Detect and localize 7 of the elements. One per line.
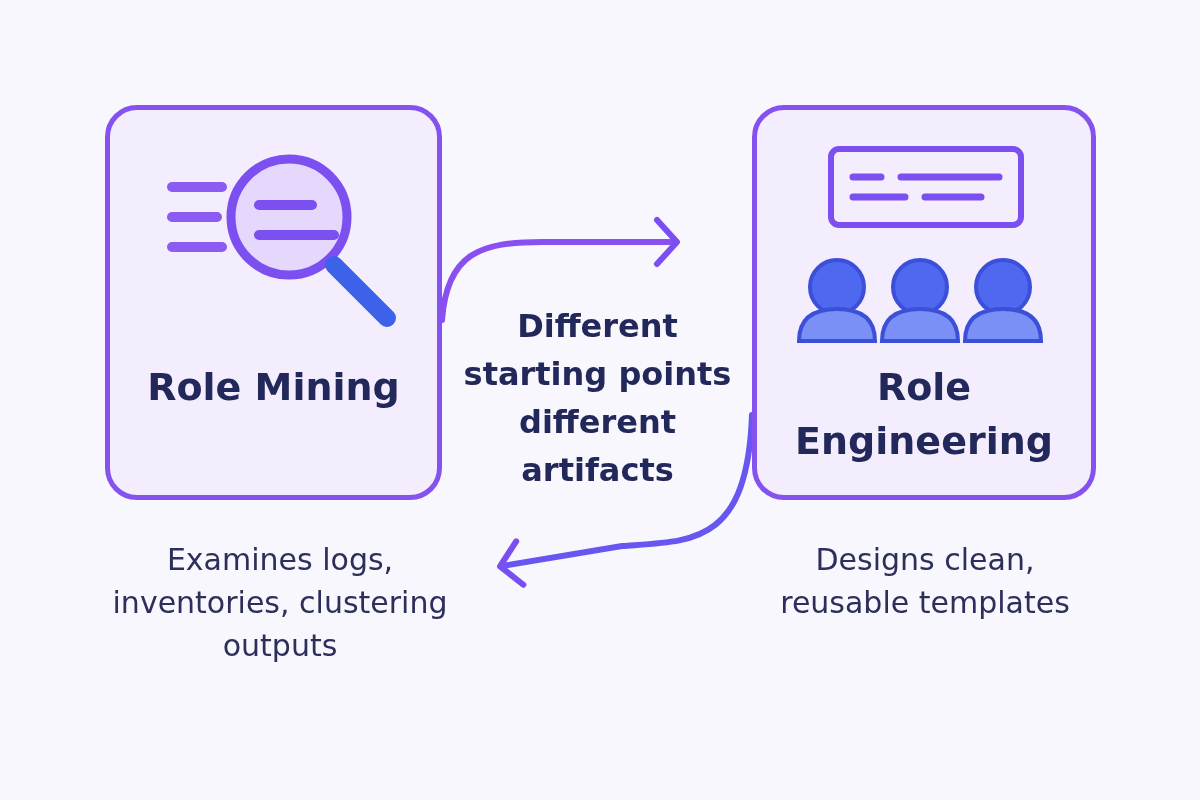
card-title: Role Mining (146, 364, 401, 411)
description-text: Examines logs, inventories, clustering outputs (111, 541, 449, 665)
card-title: Role Engineering (794, 364, 1054, 465)
role-card (105, 105, 442, 500)
role-card (752, 105, 1096, 500)
description-text: Designs clean, reusable templates (779, 541, 1071, 622)
center-caption: Different starting points different artifacts (462, 306, 733, 491)
